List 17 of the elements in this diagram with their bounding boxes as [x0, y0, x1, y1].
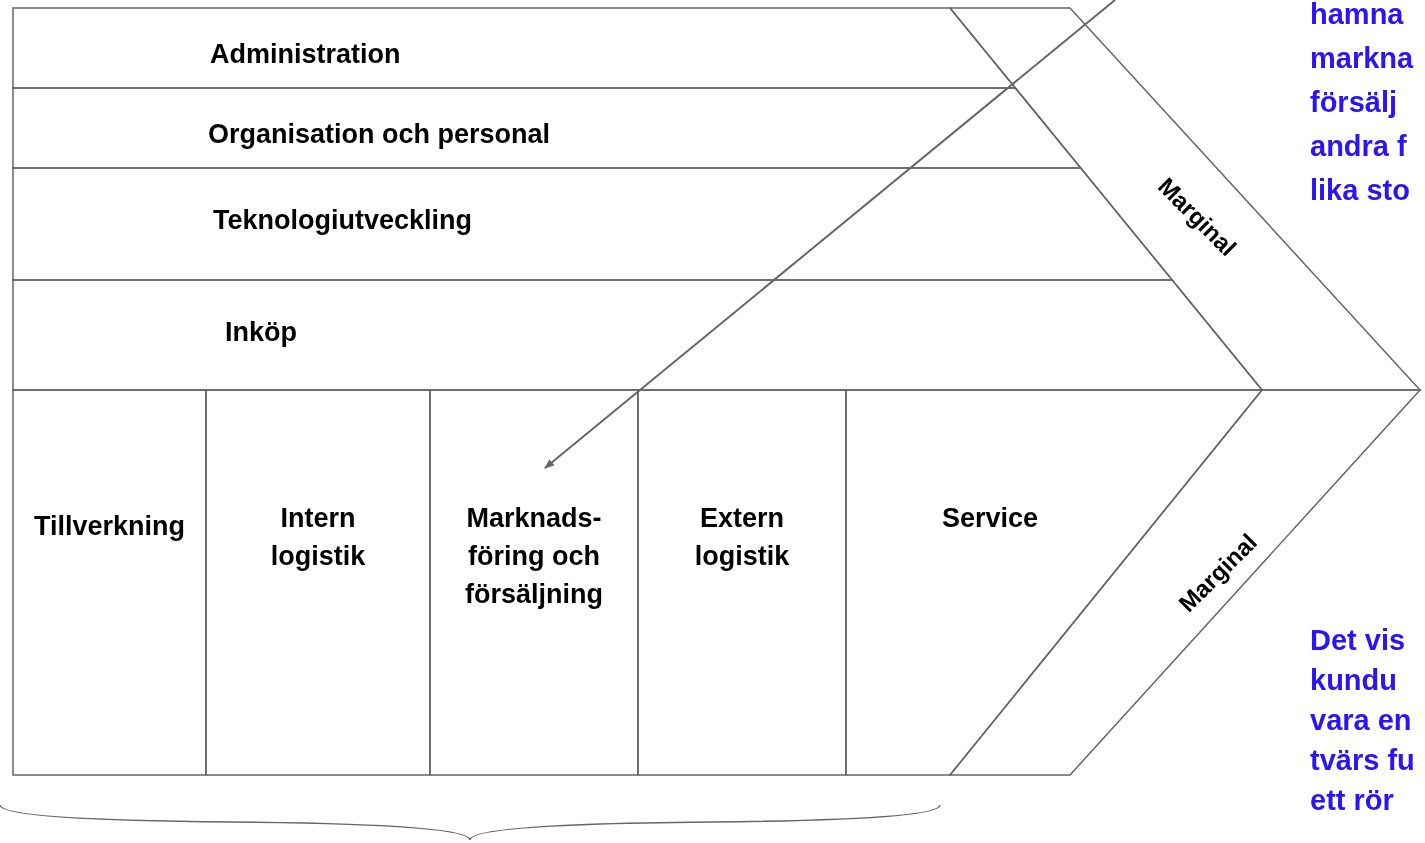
activity-label: Inköp [225, 316, 297, 349]
note-text: hamna markna försälj andra f lika sto [1310, 0, 1415, 208]
primary-activity-cell [638, 390, 846, 775]
primary-activity-cell [846, 390, 1262, 775]
primary-activity-cell [206, 390, 430, 775]
activity-label: Teknologiutveckling [213, 204, 473, 237]
activity-label: Marknads-föring och försäljning [464, 502, 604, 611]
arrow [544, 0, 1116, 469]
primary-activity-cell [13, 390, 206, 775]
activity-label: Extern logistik [693, 502, 791, 573]
activity-label: Administration [210, 38, 401, 71]
activity-label: Intern logistik [269, 502, 367, 573]
activity-label: Tillverkning [32, 510, 186, 543]
primary-activity-cell [430, 390, 638, 775]
activity-label: Service [940, 502, 1040, 535]
activity-label: Organisation och personal [208, 118, 551, 151]
note-text: Det vis kundu vara en tvärs fu ett rör [1310, 623, 1416, 818]
